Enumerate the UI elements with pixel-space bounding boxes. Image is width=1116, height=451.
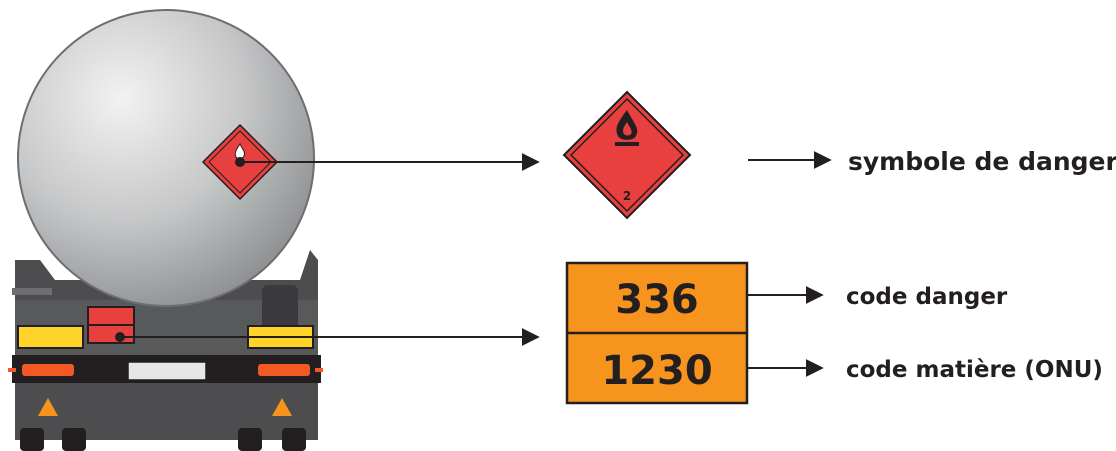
label-danger-code: code danger [846,284,1008,310]
right-tail-light [258,364,310,376]
truck-rear-mechanism [262,285,298,330]
truck-lower-panel [15,383,318,428]
license-plate [127,361,207,381]
left-tail-light [22,364,74,376]
label-danger-symbol: symbole de danger [848,147,1116,176]
flame-icon [615,110,639,146]
right-reflector-triangle [272,398,292,416]
label-material-code: code matière (ONU) [846,357,1103,383]
wheel [282,428,306,451]
material-code-value: 1230 [601,348,712,394]
wheel [62,428,86,451]
class-number: 2 [623,189,631,203]
truck-exhaust [12,288,52,295]
orange-hazard-plate: 336 1230 [565,261,749,405]
tank [17,9,315,307]
danger-code-value: 336 [615,277,699,323]
left-reflector-triangle [38,398,58,416]
wheel [238,428,262,451]
wheel [20,428,44,451]
tanker-truck [8,9,323,451]
danger-symbol-diamond: 2 [562,90,692,220]
left-light [17,325,84,349]
